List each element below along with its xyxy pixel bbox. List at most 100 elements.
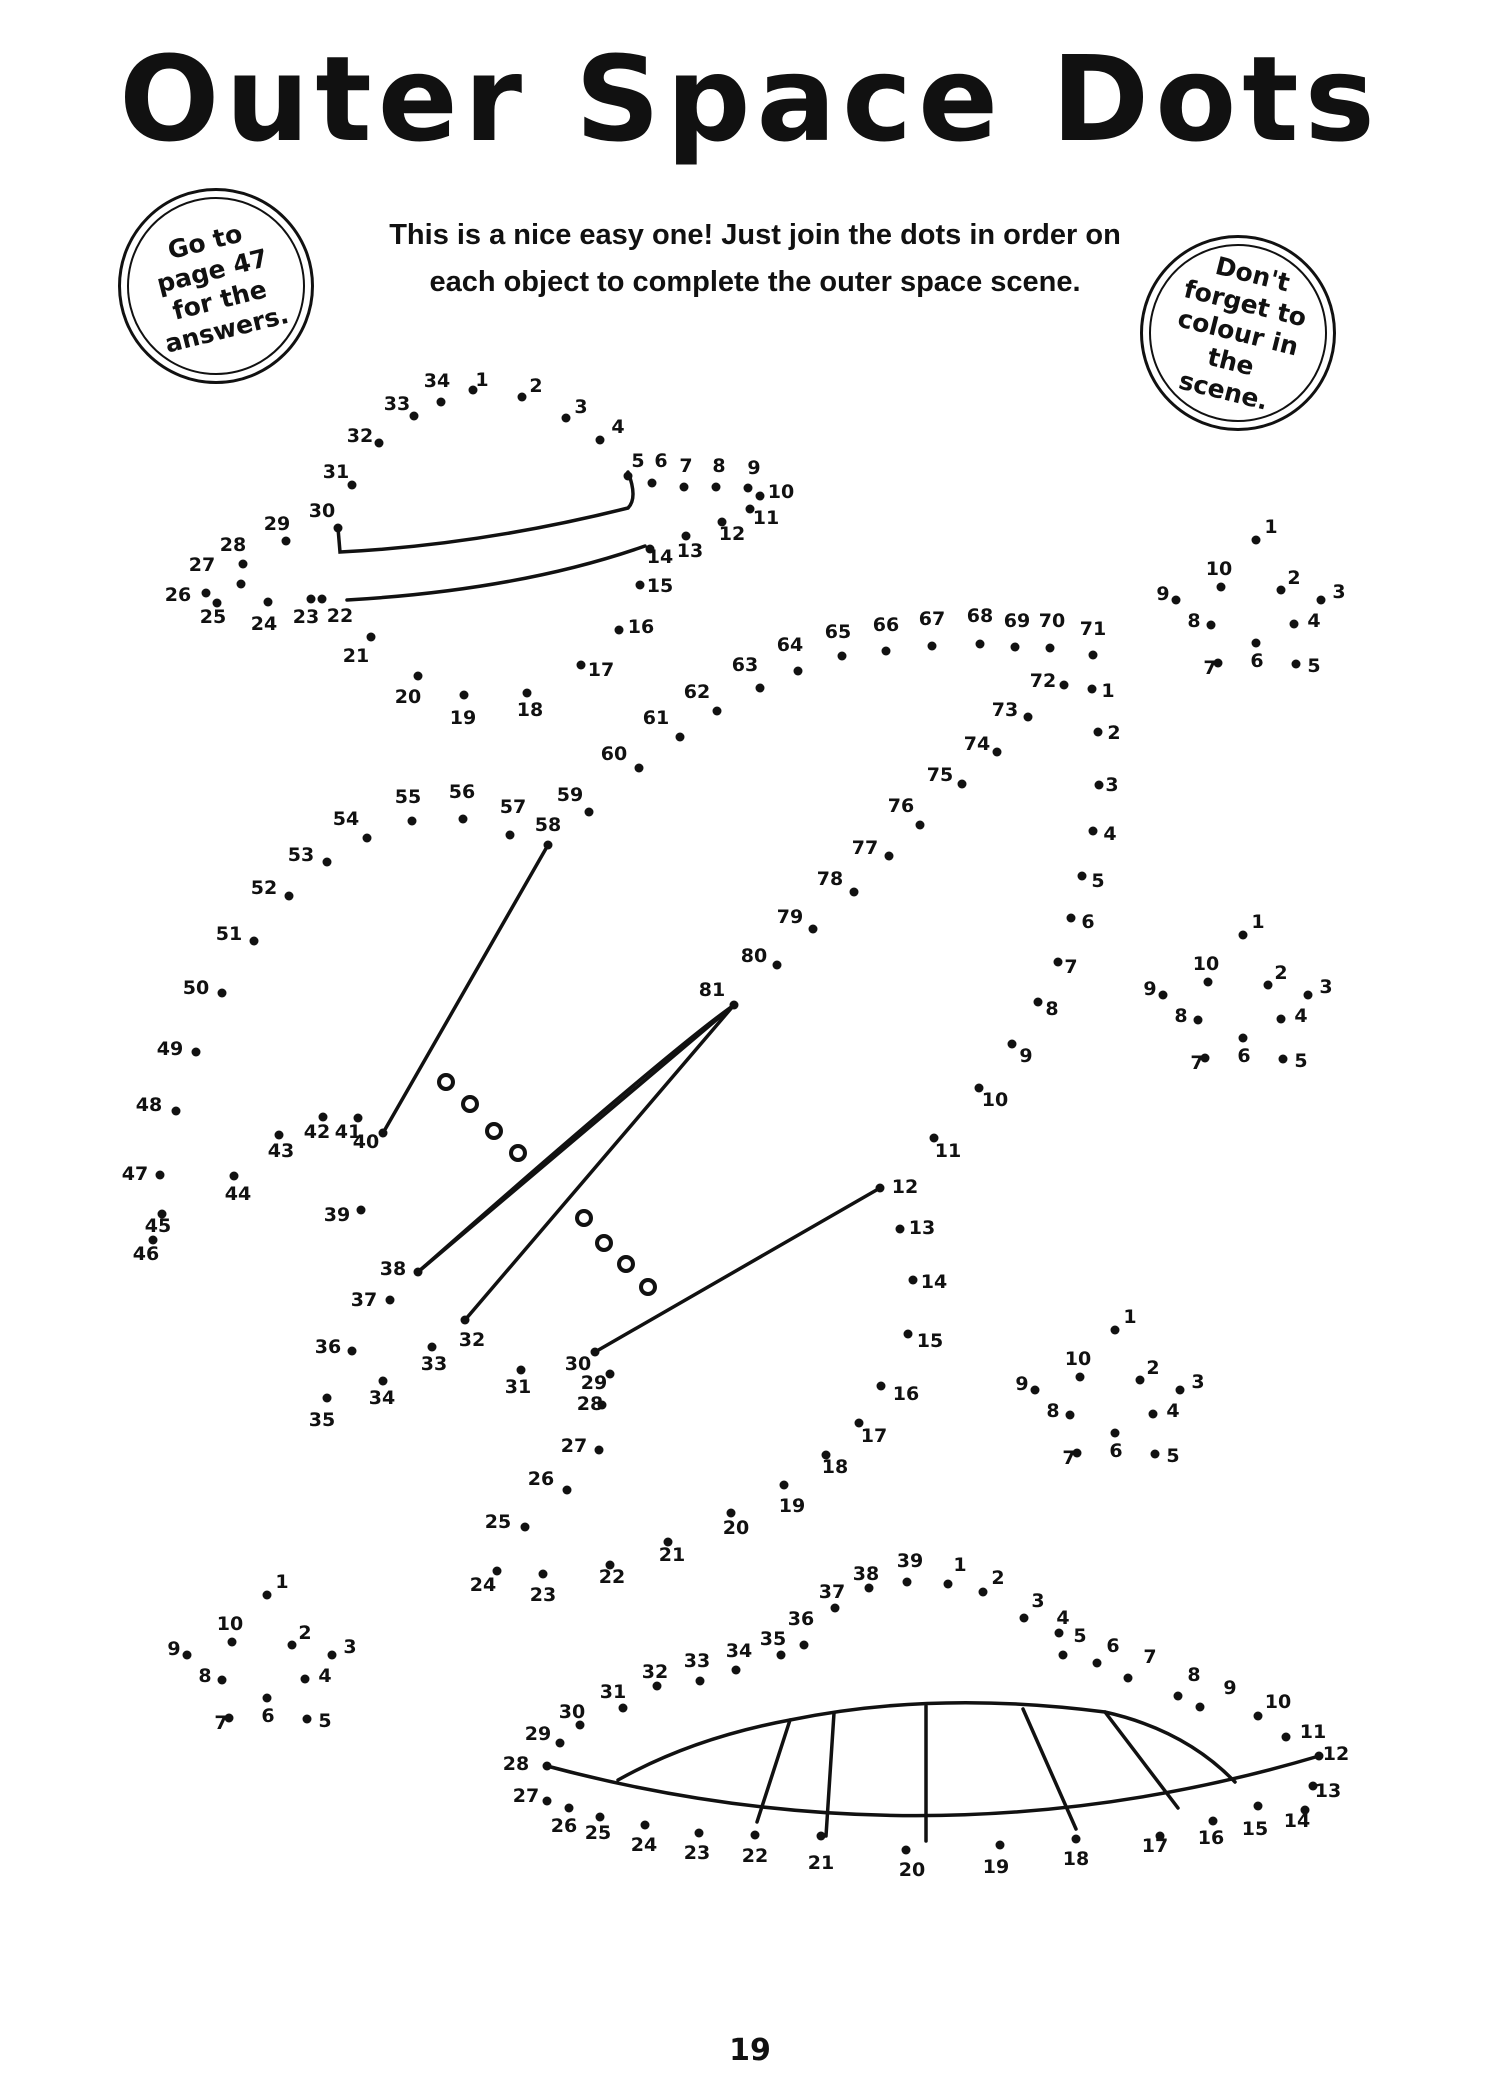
ufo-label-33: 33 (684, 1650, 710, 1672)
rocket-label-39: 39 (324, 1204, 350, 1226)
rocket-label-79: 79 (777, 906, 803, 928)
rocket-label-8: 8 (1045, 998, 1058, 1020)
rocket-dot-10 (974, 1083, 984, 1093)
ufo-label-37: 37 (819, 1581, 845, 1603)
satellite-dish-line-upper (336, 470, 635, 554)
dish-label-21: 21 (343, 645, 369, 667)
rocket-label-29: 29 (581, 1372, 607, 1394)
rocket-label-44: 44 (225, 1183, 251, 1205)
dish-label-3: 3 (574, 396, 587, 418)
rocket-dot-30 (590, 1347, 600, 1357)
rocket-label-80: 80 (741, 945, 767, 967)
rocket-dot-4 (1088, 826, 1098, 836)
ufo-label-14: 14 (1284, 1810, 1310, 1832)
dish-label-22: 22 (327, 605, 353, 627)
ufo-label-30: 30 (559, 1701, 585, 1723)
ufo-dot-30 (575, 1720, 585, 1730)
ufo-label-18: 18 (1063, 1848, 1089, 1870)
star-lower-left-label-8: 8 (198, 1665, 211, 1687)
rocket-dot-68 (975, 639, 985, 649)
rocket-dot-1 (1087, 684, 1097, 694)
rocket-window-3 (485, 1122, 503, 1140)
ufo-dot-31 (618, 1703, 628, 1713)
rocket-label-24: 24 (470, 1574, 496, 1596)
star-lower-right-label-4: 4 (1166, 1400, 1179, 1422)
star-lower-right-label-9: 9 (1015, 1373, 1028, 1395)
rocket-label-18: 18 (822, 1456, 848, 1478)
dish-label-19: 19 (450, 707, 476, 729)
rocket-dot-71 (1088, 650, 1098, 660)
star-lower-right-label-10: 10 (1065, 1348, 1091, 1370)
ufo-dot-14 (1300, 1805, 1310, 1815)
star-lower-left-label-10: 10 (217, 1613, 243, 1635)
ufo-dot-32 (652, 1681, 662, 1691)
rocket-label-25: 25 (485, 1511, 511, 1533)
rocket-label-60: 60 (601, 743, 627, 765)
rocket-dot-49 (191, 1047, 201, 1057)
star-upper-right-label-5: 5 (1307, 655, 1320, 677)
rocket-label-71: 71 (1080, 618, 1106, 640)
star-lower-right-label-1: 1 (1123, 1306, 1136, 1328)
dish-dot-9 (743, 483, 753, 493)
rocket-dot-50 (217, 988, 227, 998)
rocket-label-10: 10 (982, 1089, 1008, 1111)
ufo-label-29: 29 (525, 1723, 551, 1745)
colour-badge: Don't forget to colour in the scene. (1130, 225, 1346, 441)
rocket-window-1 (437, 1073, 455, 1091)
star-lower-left-dot-3 (327, 1650, 337, 1660)
star-lower-right-dot-8 (1065, 1410, 1075, 1420)
rocket-tail-line-a (416, 1003, 736, 1274)
dish-dot-5 (623, 471, 633, 481)
rocket-label-65: 65 (825, 621, 851, 643)
ufo-label-23: 23 (684, 1842, 710, 1864)
ufo-label-12: 12 (1323, 1743, 1349, 1765)
dish-dot-3 (561, 413, 571, 423)
rocket-window-6 (595, 1234, 613, 1252)
rocket-dot-56 (458, 814, 468, 824)
star-upper-right-dot-6 (1251, 638, 1261, 648)
page-number: 19 (729, 2033, 771, 2068)
ufo-dot-5 (1058, 1650, 1068, 1660)
ufo-dot-38 (864, 1583, 874, 1593)
star-middle-right-label-8: 8 (1174, 1005, 1187, 1027)
rocket-label-7: 7 (1064, 956, 1077, 978)
rocket-dot-26 (562, 1485, 572, 1495)
star-middle-right-dot-8 (1193, 1015, 1203, 1025)
rocket-label-1: 1 (1101, 680, 1114, 702)
rocket-dot-75 (957, 779, 967, 789)
rocket-dot-46 (148, 1235, 158, 1245)
rocket-dot-65 (837, 651, 847, 661)
ufo-dot-35 (776, 1650, 786, 1660)
rocket-dot-72 (1059, 680, 1069, 690)
rocket-dot-25 (520, 1522, 530, 1532)
rocket-dot-23 (538, 1569, 548, 1579)
ufo-dot-34 (731, 1665, 741, 1675)
rocket-label-67: 67 (919, 608, 945, 630)
rocket-label-56: 56 (449, 781, 475, 803)
ufo-label-36: 36 (788, 1608, 814, 1630)
rocket-dot-47 (155, 1170, 165, 1180)
ufo-dot-33 (695, 1676, 705, 1686)
rocket-dot-35 (322, 1393, 332, 1403)
dish-label-31: 31 (323, 461, 349, 483)
dish-label-18: 18 (517, 699, 543, 721)
dish-label-23: 23 (293, 606, 319, 628)
rocket-window-7 (617, 1255, 635, 1273)
ufo-label-21: 21 (808, 1852, 834, 1874)
rocket-label-3: 3 (1105, 774, 1118, 796)
ufo-label-2: 2 (991, 1567, 1004, 1589)
rocket-label-36: 36 (315, 1336, 341, 1358)
ufo-label-31: 31 (600, 1681, 626, 1703)
rocket-label-51: 51 (216, 923, 242, 945)
rocket-label-11: 11 (935, 1140, 961, 1162)
rocket-dot-39 (356, 1205, 366, 1215)
rocket-label-33: 33 (421, 1353, 447, 1375)
rocket-dot-21 (663, 1537, 673, 1547)
dish-dot-13 (681, 531, 691, 541)
rocket-fin-line-right (593, 1186, 882, 1354)
rocket-dot-54 (362, 833, 372, 843)
rocket-dot-12 (875, 1183, 885, 1193)
rocket-label-17: 17 (861, 1425, 887, 1447)
ufo-label-4: 4 (1056, 1607, 1069, 1629)
